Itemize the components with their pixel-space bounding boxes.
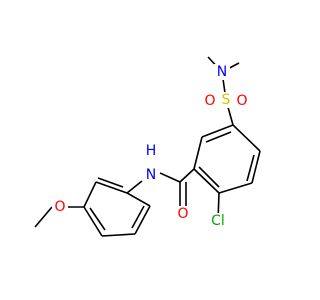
atom-labels: N S O O H N O Cl [52, 64, 250, 229]
atom-label-h-amide: H [146, 143, 157, 159]
atom-label-o-sulfonyl-left: O [204, 93, 215, 109]
bond-ring2-3 [83, 206, 103, 237]
bond-ring2-1 [95, 181, 128, 194]
molecule-structure: N S O O H N O Cl [34, 56, 261, 237]
atom-o-sulfonyl-right: O [234, 93, 250, 109]
atom-cl: Cl [206, 213, 230, 229]
bond-ring-carbonyl [179, 168, 195, 183]
atom-label-o-methoxy: O [54, 199, 65, 215]
bond-o-methyl [34, 206, 53, 228]
atom-label-o-sulfonyl-right: O [236, 93, 247, 109]
bond-ring1-2 [251, 150, 261, 184]
bond-ring2-1-inner [97, 177, 124, 188]
bond-ring2-2 [83, 181, 97, 208]
bond-ring2-3-inner [89, 207, 106, 231]
atom-n-amide: N [143, 167, 159, 183]
bond-ring2-5-inner [131, 205, 145, 229]
atom-label-o-amide: O [177, 206, 188, 222]
atom-label-cl: Cl [211, 213, 225, 229]
atom-nh-amide: H [143, 143, 159, 159]
bond-ring1-1 [232, 124, 261, 152]
bond-ring1-5 [193, 136, 203, 170]
bond-c-n [159, 172, 181, 183]
atom-label-n-sulfonamide: N [217, 64, 227, 80]
atom-o-methoxy: O [52, 199, 68, 215]
atom-label-n-amide: N [146, 167, 156, 183]
bond-ring2-5 [134, 205, 151, 235]
bond-ring1-4-inner [198, 166, 220, 188]
atom-o-amide: O [175, 206, 191, 222]
bond-ring1-3 [218, 182, 253, 194]
bond-ring2-6 [126, 192, 151, 207]
atom-n-sulfonamide: N [214, 64, 230, 80]
bond-ring1-6 [201, 124, 234, 138]
bond-ring1-6-inner [205, 131, 232, 143]
bond-n-ring2 [126, 180, 143, 194]
atom-s-sulfonyl: S [218, 92, 234, 108]
bond-ring1-2-inner [246, 154, 255, 182]
bond-ring1-4 [193, 168, 220, 194]
atom-label-s: S [222, 92, 231, 108]
bond-ring2-4 [101, 233, 136, 237]
atom-o-sulfonyl-left: O [202, 93, 218, 109]
